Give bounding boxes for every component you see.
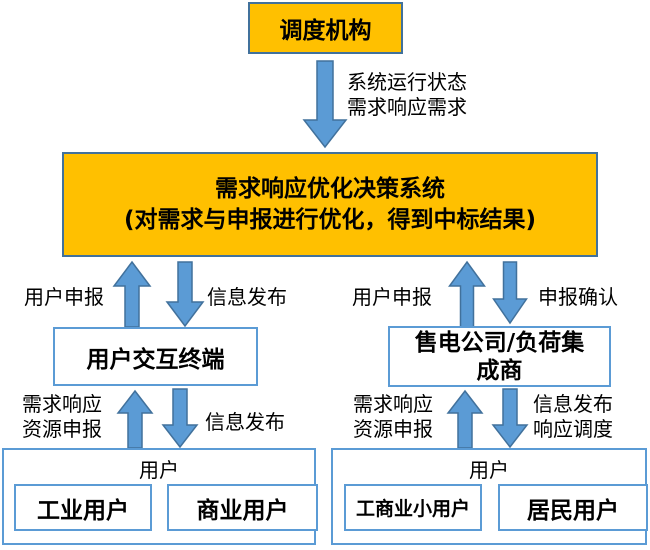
edge-label-line: 需求响应 — [22, 392, 102, 416]
user-interaction-terminal-label: 用户交互终端 — [86, 346, 225, 373]
node-user-interaction-terminal: 用户交互终端 — [53, 327, 258, 386]
edge-label-line: 响应调度 — [533, 417, 613, 441]
right-bottom-down-arrow-icon — [491, 388, 529, 449]
right-bottom-up-arrow-icon — [446, 389, 484, 449]
right-top-down-arrow-icon — [492, 261, 528, 325]
edge-label-dr-resource-bidding-left: 需求响应 资源申报 — [22, 392, 102, 442]
edge-label-line: 需求响应 — [353, 392, 433, 416]
node-industrial-users: 工业用户 — [14, 484, 152, 531]
node-users-left-group: 用户 工业用户 商业用户 — [2, 448, 318, 545]
retailer-label-line: 售电公司/负荷集 — [414, 329, 585, 356]
node-dispatch-agency: 调度机构 — [248, 2, 403, 54]
industrial-users-label: 工业用户 — [37, 497, 129, 524]
node-residential-users: 居民用户 — [498, 484, 648, 531]
node-commercial-users: 商业用户 — [167, 484, 318, 531]
edge-label-info-release-left: 信息发布 — [207, 285, 287, 309]
edge-label-bid-confirmation: 申报确认 — [538, 285, 618, 309]
left-bottom-down-arrow-icon — [161, 388, 199, 449]
users-group-title: 用户 — [139, 458, 179, 482]
edge-label-user-bidding-right: 用户申报 — [352, 285, 432, 309]
left-bottom-up-arrow-icon — [116, 389, 154, 449]
edge-label-dr-resource-bidding-right: 需求响应 资源申报 — [353, 392, 433, 442]
residential-users-label: 居民用户 — [527, 497, 619, 524]
dispatch-down-arrow-icon — [302, 60, 348, 149]
decision-system-title: 需求响应优化决策系统 — [215, 175, 445, 202]
left-top-down-arrow-icon — [165, 261, 205, 328]
decision-system-subtitle: (对需求与申报进行优化，得到中标结果) — [123, 206, 537, 233]
node-electricity-retailer-aggregator: 售电公司/负荷集 成商 — [388, 326, 611, 387]
edge-label-line: 资源申报 — [353, 417, 433, 441]
edge-label-line: 资源申报 — [22, 417, 102, 441]
node-small-industrial-commercial-users: 工商业小用户 — [344, 484, 482, 531]
edge-label-info-release-bottom-left: 信息发布 — [205, 410, 285, 434]
edge-label-user-bidding-left: 用户申报 — [24, 285, 104, 309]
small-industrial-commercial-users-label: 工商业小用户 — [355, 498, 470, 520]
node-users-right-group: 用户 工商业小用户 居民用户 — [331, 448, 648, 545]
edge-label-line: 信息发布 — [533, 392, 613, 416]
node-decision-system: 需求响应优化决策系统 (对需求与申报进行优化，得到中标结果) — [62, 152, 598, 257]
edge-label-dispatch-to-decision: 系统运行状态 需求响应需求 — [347, 70, 467, 120]
retailer-label-line: 成商 — [476, 357, 523, 384]
right-top-up-arrow-icon — [448, 260, 486, 328]
edge-label-info-release-response-dispatch: 信息发布 响应调度 — [533, 392, 613, 442]
edge-label-line: 系统运行状态 — [347, 70, 467, 94]
users-group-title: 用户 — [469, 458, 509, 482]
edge-label-line: 需求响应需求 — [347, 95, 467, 119]
commercial-users-label: 商业用户 — [196, 497, 289, 524]
dispatch-agency-label: 调度机构 — [279, 18, 372, 44]
left-top-up-arrow-icon — [112, 260, 152, 328]
